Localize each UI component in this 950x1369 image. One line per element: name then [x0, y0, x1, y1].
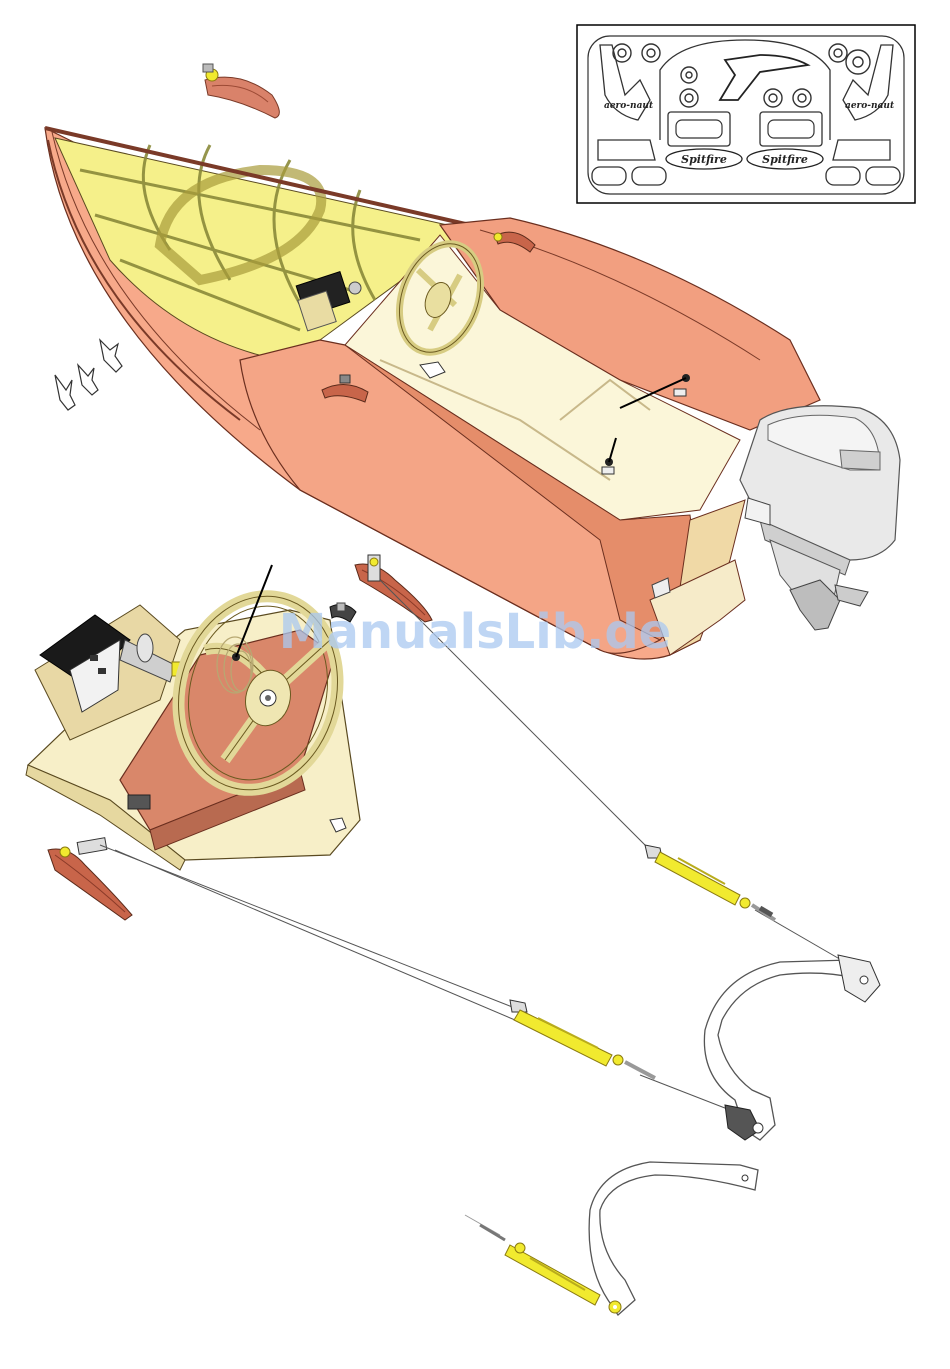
outboard-motor: [740, 406, 900, 630]
boat-hull: [45, 128, 820, 659]
parts-sheet-inset: aero-naut aero-naut Spitfire Spitfire: [577, 25, 915, 203]
maker-logo-left: aero-naut: [604, 101, 654, 111]
tiller-bar-detail: [465, 1162, 758, 1315]
spitfire-badge-right: Spitfire: [762, 153, 808, 166]
maker-logo-right: aero-naut: [845, 101, 895, 111]
grab-handle-left: [48, 838, 132, 920]
grab-handle-top: [203, 64, 279, 118]
tiller-bar: [704, 955, 880, 1140]
deck-clips: [55, 340, 122, 410]
turnbuckle-upper: [645, 845, 775, 920]
watermark: ManualsLib.de: [279, 604, 671, 660]
turnbuckle-lower: [510, 1000, 655, 1078]
spitfire-badge-left: Spitfire: [681, 153, 727, 166]
